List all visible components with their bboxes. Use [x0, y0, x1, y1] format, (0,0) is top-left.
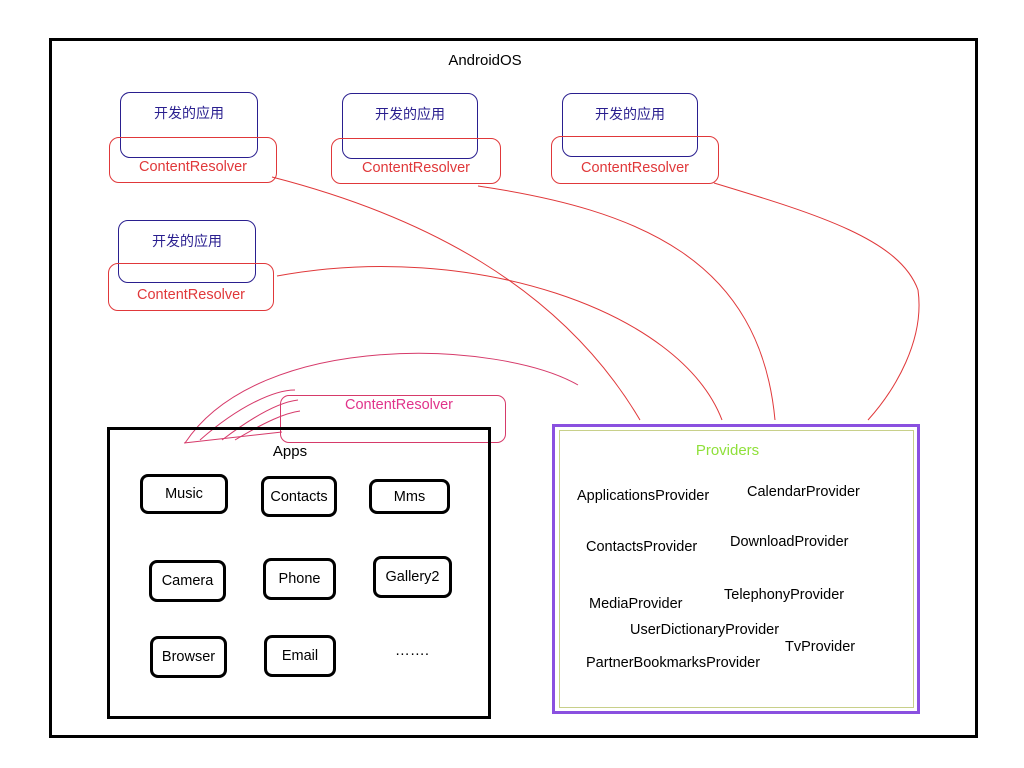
connector-system-4 [234, 410, 301, 441]
connector-system-5 [183, 431, 283, 444]
apps-title: Apps [272, 443, 308, 460]
provider-download: DownloadProvider [730, 534, 849, 550]
provider-contacts: ContactsProvider [586, 539, 698, 555]
dev-app-label-1: 开发的应用 [154, 105, 224, 121]
providers-frame [552, 424, 920, 714]
app-camera: Camera [149, 560, 226, 602]
dev-app-box-3 [562, 93, 698, 157]
app-music: Music [140, 474, 228, 514]
system-resolver-label: ContentResolver [345, 397, 453, 413]
connector-dev-app-2 [477, 185, 776, 421]
app-browser: Browser [150, 636, 227, 678]
android-os-title: AndroidOS [448, 52, 522, 69]
app-mms: Mms [369, 479, 450, 514]
app-phone: Phone [263, 558, 336, 600]
provider-media: MediaProvider [589, 596, 683, 612]
providers-title: Providers [695, 442, 760, 459]
dev-app-label-4: 开发的应用 [152, 233, 222, 249]
app-contacts: Contacts [261, 476, 337, 517]
provider-applications: ApplicationsProvider [577, 488, 710, 504]
dev-resolver-label-4: ContentResolver [137, 287, 245, 303]
dev-app-label-3: 开发的应用 [595, 106, 665, 122]
app-email: Email [264, 635, 336, 677]
dev-app-box-4 [118, 220, 256, 283]
provider-calendar: CalendarProvider [747, 484, 860, 500]
connector-dev-app-4 [276, 266, 723, 421]
dev-resolver-box-2 [331, 138, 501, 184]
system-resolver-box [280, 395, 506, 443]
provider-telephony: TelephonyProvider [724, 587, 845, 603]
dev-resolver-label-3: ContentResolver [581, 160, 689, 176]
provider-tv: TvProvider [785, 639, 856, 655]
dev-resolver-box-1 [109, 137, 277, 183]
providers-inner-frame [559, 430, 914, 708]
connector-dev-app-3 [713, 182, 920, 421]
connector-dev-app-1 [271, 176, 641, 421]
apps-frame [107, 427, 491, 719]
dev-app-label-2: 开发的应用 [375, 106, 445, 122]
dev-resolver-label-2: ContentResolver [362, 160, 470, 176]
app-gallery2: Gallery2 [373, 556, 452, 598]
connector-system-1 [184, 352, 579, 444]
dev-resolver-box-3 [551, 136, 719, 184]
apps-more: ……. [394, 642, 430, 659]
dev-app-box-1 [120, 92, 258, 158]
dev-resolver-label-1: ContentResolver [139, 159, 247, 175]
connector-system-3 [221, 399, 299, 441]
dev-app-box-2 [342, 93, 478, 159]
dev-resolver-box-4 [108, 263, 274, 311]
provider-user-dictionary: UserDictionaryProvider [630, 622, 780, 638]
provider-partner-bookmarks: PartnerBookmarksProvider [586, 655, 761, 671]
android-os-frame [49, 38, 978, 738]
